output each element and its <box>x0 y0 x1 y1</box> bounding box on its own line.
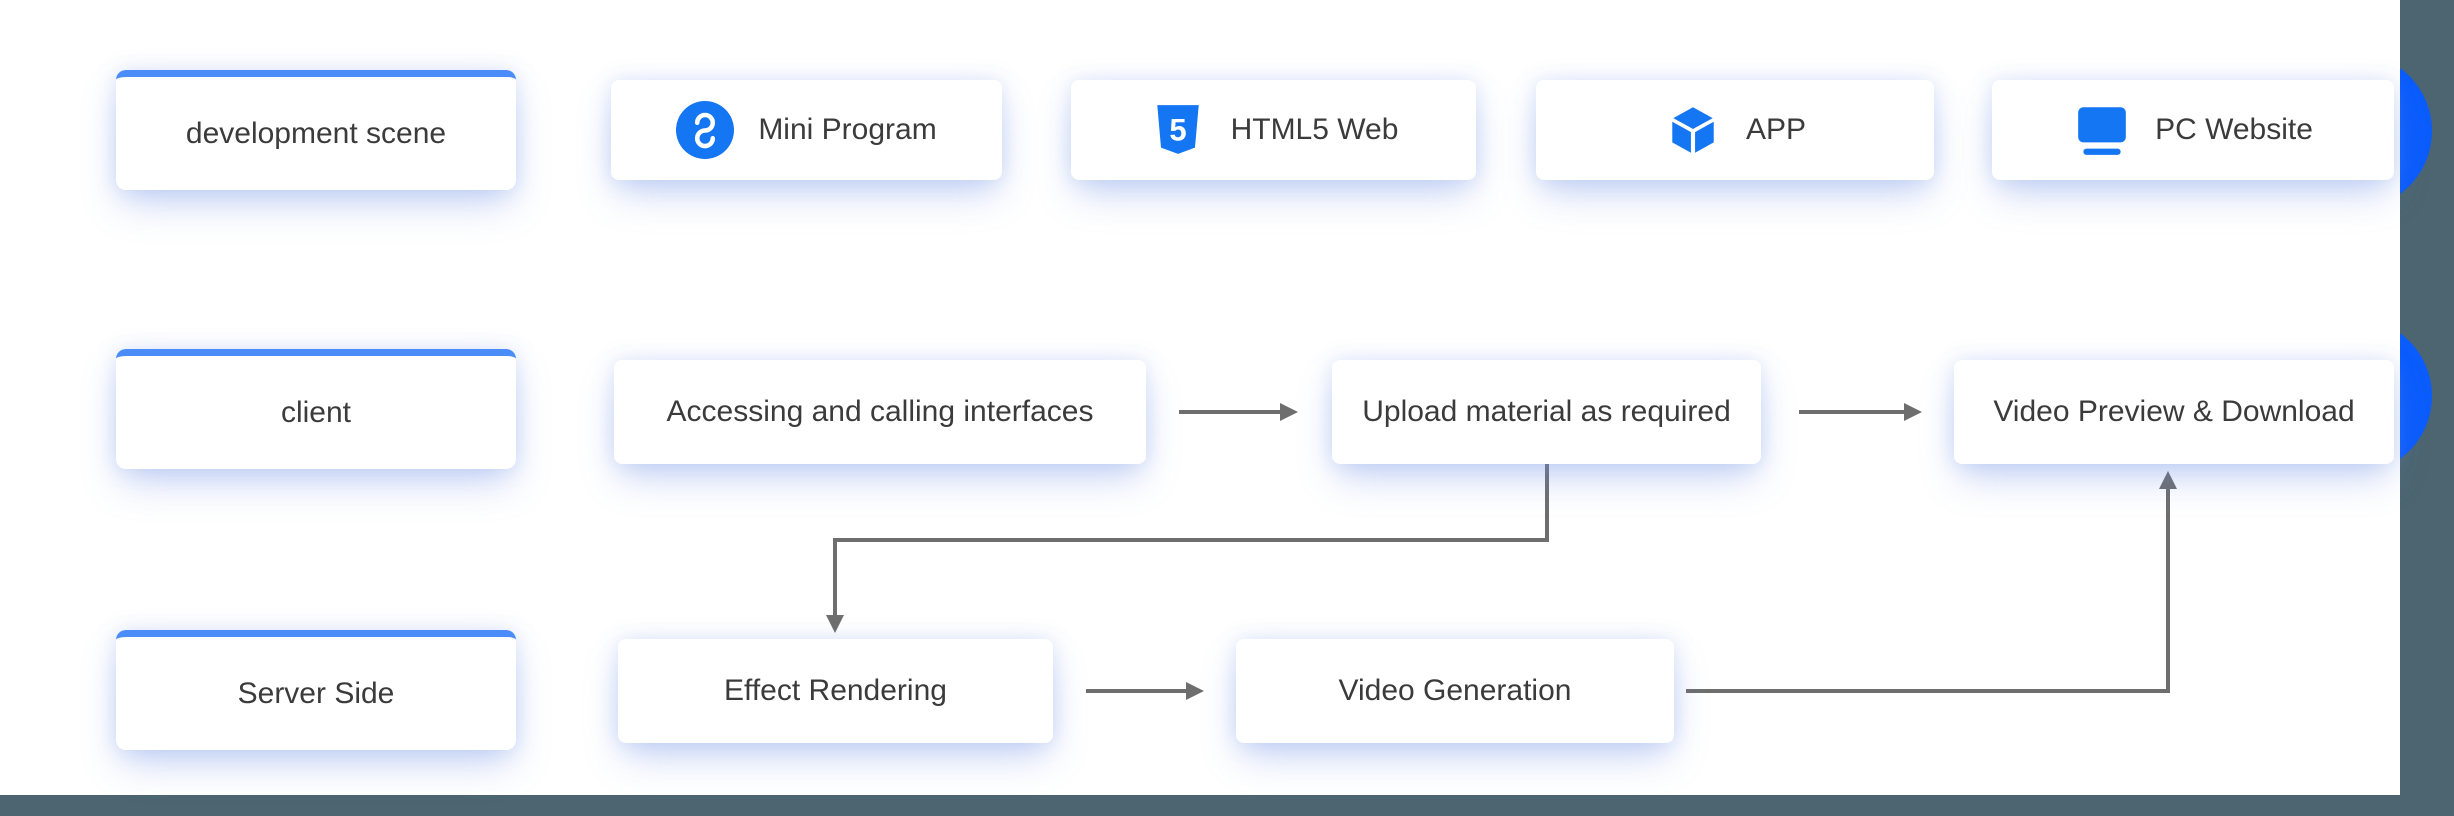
platform-label: PC Website <box>2155 113 2313 146</box>
platform-label: Mini Program <box>758 113 937 146</box>
platform-box-app: APP <box>1536 80 1934 180</box>
row-label-client: client <box>116 349 516 469</box>
step-label: Video Generation <box>1338 674 1572 707</box>
arrowhead-right <box>1186 682 1204 700</box>
app-cube-icon <box>1672 107 1714 153</box>
arrow-videogen-to-preview <box>1686 488 2170 693</box>
platform-label: HTML5 Web <box>1230 113 1399 146</box>
step-box-video-preview-download: Video Preview & Download <box>1954 360 2394 464</box>
row-label-text: client <box>280 395 352 429</box>
platform-box-pc-website: PC Website <box>1992 80 2394 180</box>
row-label-server-side: Server Side <box>116 630 516 750</box>
platform-box-html5-web: 5 HTML5 Web <box>1071 80 1476 180</box>
content-card: development scene client Server Side Min… <box>0 0 2400 795</box>
platform-box-mini-program: Mini Program <box>611 80 1002 180</box>
platform-label: APP <box>1745 113 1807 146</box>
arrowhead-up <box>2159 471 2177 489</box>
html5-glyph: 5 <box>1169 112 1186 147</box>
step-label: Effect Rendering <box>724 674 947 707</box>
flow-arrows <box>826 403 2177 700</box>
step-box-upload-material: Upload material as required <box>1332 360 1761 464</box>
step-box-video-generation: Video Generation <box>1236 639 1674 743</box>
html5-icon: 5 <box>1156 105 1199 154</box>
step-label: Video Preview & Download <box>1993 395 2355 428</box>
arrowhead-right <box>1280 403 1298 421</box>
row-label-text: Server Side <box>237 676 395 710</box>
row-label-development-scene: development scene <box>116 70 516 190</box>
step-label: Upload material as required <box>1362 395 1731 428</box>
row-label-text: development scene <box>185 116 447 150</box>
step-box-effect-rendering: Effect Rendering <box>618 639 1053 743</box>
arrowhead-down <box>826 615 844 633</box>
mini-program-icon <box>676 101 735 159</box>
pc-website-icon <box>2078 107 2126 155</box>
arrowhead-right <box>1904 403 1922 421</box>
step-label: Accessing and calling interfaces <box>666 395 1094 428</box>
arrow-upload-to-effect <box>833 464 1549 616</box>
step-box-accessing-interfaces: Accessing and calling interfaces <box>614 360 1146 464</box>
